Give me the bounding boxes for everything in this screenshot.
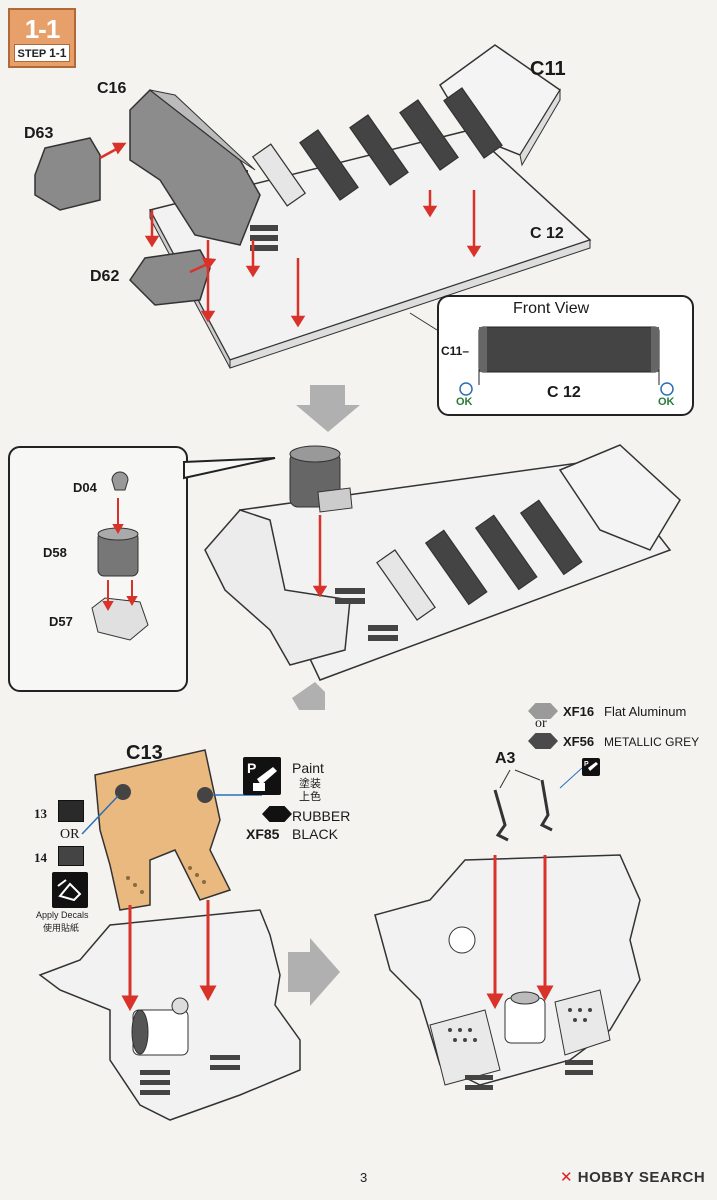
- apply-decals-icon: [52, 872, 88, 908]
- paint-color-code: XF85: [246, 826, 280, 842]
- step-sublabel: STEP 1-1: [14, 44, 70, 62]
- decal-13-icon: [58, 800, 84, 822]
- paint-color-name1: RUBBER: [292, 808, 351, 824]
- ok-right: OK: [658, 396, 675, 408]
- section2-drawing: [91, 444, 681, 710]
- part-c12: C 12: [530, 225, 564, 242]
- part-c13: C13: [126, 742, 163, 764]
- part-c11: C11: [530, 58, 566, 80]
- watermark: ✕ HOBBY SEARCH: [560, 1169, 706, 1186]
- decal-14-icon: [58, 846, 84, 866]
- xf56-code: XF56: [563, 734, 595, 749]
- decal-13-num: 13: [34, 806, 47, 821]
- svg-text:P: P: [584, 761, 589, 768]
- front-view-drawing: [459, 326, 674, 396]
- xf56-swatch: [528, 733, 558, 749]
- apply-decals-zh: 使用貼紙: [43, 923, 80, 933]
- front-view-box: Front View C11– C 12 OK OK: [437, 295, 694, 416]
- part-d04: D04: [73, 480, 97, 495]
- paint-label-zh2: 上色: [299, 791, 321, 803]
- part-d63: D63: [24, 125, 54, 142]
- part-d57: D57: [49, 614, 73, 629]
- paint-label-en: Paint: [292, 760, 324, 776]
- xf16-code: XF16: [563, 704, 595, 719]
- decal-or: OR: [60, 827, 80, 842]
- step-badge: 1-1 STEP 1-1: [8, 8, 76, 68]
- step-number: 1-1: [24, 14, 61, 44]
- color-or: or: [535, 716, 547, 731]
- front-view-c11: C11–: [441, 344, 470, 358]
- decal-14-num: 14: [34, 850, 47, 865]
- xf56-name: METALLIC GREY: [604, 735, 700, 749]
- part-d58: D58: [43, 545, 67, 560]
- section1-drawing: [34, 44, 592, 432]
- apply-decals-en: Apply Decals: [36, 910, 89, 920]
- svg-text:P: P: [247, 760, 256, 776]
- front-view-title: Front View: [513, 300, 590, 317]
- xf16-name: Flat Aluminum: [604, 704, 687, 719]
- ok-left: OK: [456, 396, 473, 408]
- part-a3: A3: [495, 750, 516, 767]
- paint-label-zh1: 塗装: [299, 778, 321, 790]
- page-number: 3: [360, 1170, 368, 1185]
- xf16-swatch: [528, 703, 558, 719]
- paint-color-name2: BLACK: [292, 826, 338, 842]
- part-c16: C16: [97, 80, 127, 97]
- rubber-black-swatch: [262, 806, 292, 822]
- front-view-c12: C 12: [547, 384, 581, 401]
- paint-icon: P: [243, 757, 281, 795]
- watermark-logo-icon: ✕: [560, 1169, 574, 1186]
- section3-drawing: [38, 749, 641, 1121]
- part-d62: D62: [90, 268, 120, 285]
- a3-paint-icon: P: [582, 758, 600, 776]
